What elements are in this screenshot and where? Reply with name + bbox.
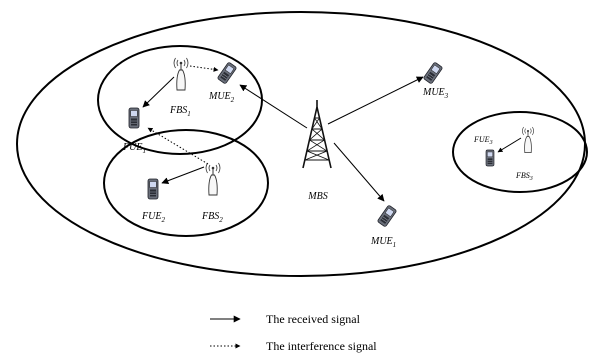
mue3-phone-icon [422, 61, 444, 85]
fue3-phone-icon [485, 149, 495, 167]
legend: The received signal The interference sig… [210, 312, 377, 353]
macro-base-station-icon [302, 100, 332, 169]
mue1-phone-icon [376, 204, 398, 228]
signal-mbs-to-mue2 [239, 84, 308, 129]
fbs3-label: FBS3 [515, 171, 533, 182]
interference-fbs2-to-fue1 [147, 127, 209, 165]
fbs2-icon [205, 162, 221, 196]
fbs1-label: FBS1 [169, 105, 191, 118]
femto-cell-1-boundary [97, 45, 263, 155]
signal-fbs1-to-fue1 [142, 76, 175, 108]
signal-fbs3-to-fue3 [497, 137, 522, 153]
fue3-label: FUE3 [473, 135, 493, 146]
signal-fbs2-to-fue2 [161, 166, 205, 185]
fue2-label: FUE2 [141, 211, 165, 224]
signal-mbs-to-mue3 [327, 76, 424, 125]
femto-cell-3-boundary [452, 111, 588, 193]
fue1-label: FUE1 [122, 142, 146, 155]
fbs2-label: FBS2 [201, 211, 223, 224]
legend-received-label: The received signal [266, 312, 361, 326]
mue1-label: MUE1 [370, 236, 396, 249]
macro-cell-boundary [16, 11, 586, 277]
fbs1-icon [173, 57, 189, 91]
mue2-phone-icon [216, 61, 238, 85]
interference-fbs1-to-mue2 [189, 65, 219, 72]
mbs-label: MBS [307, 191, 327, 202]
fue1-phone-icon [128, 107, 140, 129]
signal-mbs-to-mue1 [333, 142, 385, 202]
legend-interference-label: The interference signal [266, 339, 377, 353]
femto-cell-2-boundary [103, 129, 269, 237]
fue2-phone-icon [147, 178, 159, 200]
mue2-label: MUE2 [208, 91, 235, 104]
fbs3-icon [522, 126, 534, 154]
mue3-label: MUE3 [422, 87, 449, 100]
